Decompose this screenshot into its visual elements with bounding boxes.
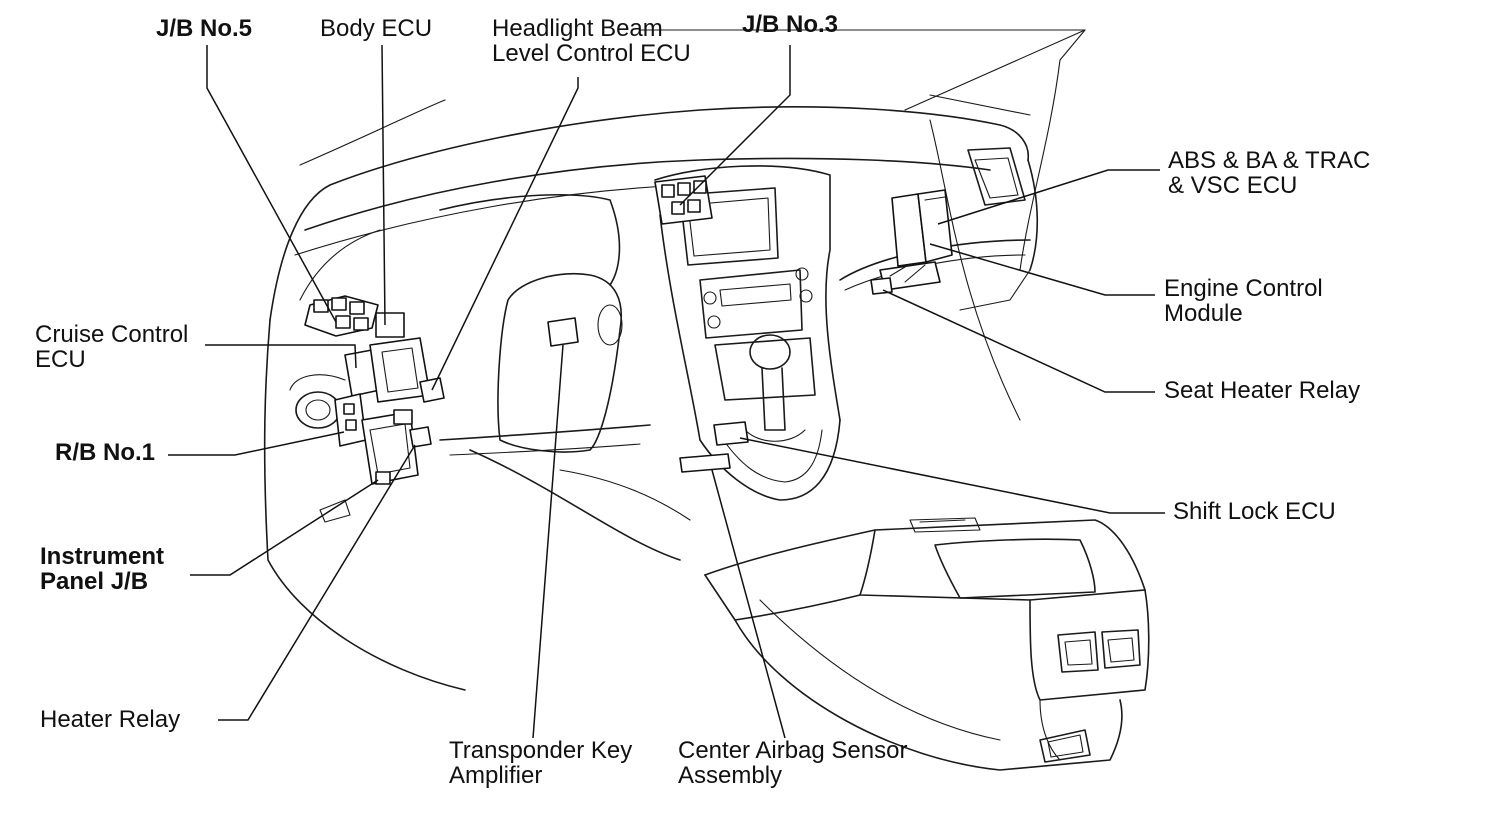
components xyxy=(304,175,953,523)
label-cruise-control-ecu: Cruise Control ECU xyxy=(35,322,188,372)
label-heater-relay: Heater Relay xyxy=(40,706,181,733)
jb5-component xyxy=(304,295,379,337)
label-instrument-panel-jb: Instrument Panel J/B xyxy=(40,544,164,594)
label-body-ecu: Body ECU xyxy=(320,15,433,42)
label-transponder-key-amplifier: Transponder Key Amplifier xyxy=(449,738,632,788)
leader-ipjb xyxy=(190,479,379,576)
label-abs-line1: ABS & BA & TRAC xyxy=(1168,147,1371,174)
label-headlight-line2: Level Control ECU xyxy=(492,40,691,67)
transponder-key-amplifier-component xyxy=(547,317,579,347)
body-ecu-component xyxy=(375,312,405,338)
label-airbag-line1: Center Airbag Sensor xyxy=(678,737,908,764)
leader-transponder xyxy=(532,344,564,739)
instrument-panel-jb-component xyxy=(319,409,419,523)
leader-rb1 xyxy=(168,431,345,456)
seat-heater-relay-component xyxy=(870,277,893,295)
label-cruise-line1: Cruise Control xyxy=(35,321,189,348)
heater-relay-component xyxy=(409,426,432,448)
leader-seat-heater xyxy=(882,289,1155,393)
label-center-airbag-sensor: Center Airbag Sensor Assembly xyxy=(678,738,907,788)
label-cruise-line2: ECU xyxy=(35,346,86,373)
leader-headlight xyxy=(431,77,579,391)
leader-ecm xyxy=(929,243,1155,296)
leader-body-ecu xyxy=(381,44,386,326)
label-transponder-line1: Transponder Key xyxy=(449,737,633,764)
label-abs-line2: & VSC ECU xyxy=(1168,172,1298,199)
shift-lock-ecu-component xyxy=(713,421,749,446)
label-jb5: J/B No.5 xyxy=(156,15,253,42)
abs-ecu-component xyxy=(891,189,953,267)
label-shift-lock-ecu: Shift Lock ECU xyxy=(1173,498,1336,525)
label-engine-control-module: Engine Control Module xyxy=(1164,276,1323,326)
label-jb3: J/B No.3 xyxy=(742,11,839,38)
label-headlight-line1: Headlight Beam xyxy=(492,15,663,42)
leader-heater-relay xyxy=(218,444,416,721)
leader-jb5 xyxy=(206,45,337,323)
label-ipjb-line2: Panel J/B xyxy=(40,568,149,595)
label-ecm-line1: Engine Control xyxy=(1164,275,1323,302)
leader-jb3 xyxy=(679,45,791,206)
leader-lines xyxy=(168,44,1165,739)
label-abs-ecu: ABS & BA & TRAC & VSC ECU xyxy=(1168,148,1370,198)
rb1-component xyxy=(334,393,367,447)
leader-abs xyxy=(937,169,1160,225)
cruise-control-ecu-component xyxy=(344,337,431,403)
label-transponder-line2: Amplifier xyxy=(449,762,543,789)
center-airbag-sensor-component xyxy=(679,453,731,473)
label-seat-heater-relay: Seat Heater Relay xyxy=(1164,377,1361,404)
label-headlight-beam-ecu: Headlight Beam Level Control ECU xyxy=(492,16,691,66)
label-ecm-line2: Module xyxy=(1164,300,1243,327)
leader-shift-lock xyxy=(739,437,1165,514)
leader-cruise xyxy=(205,344,357,369)
label-airbag-line2: Assembly xyxy=(678,762,783,789)
leader-airbag xyxy=(711,469,786,739)
label-ipjb-line1: Instrument xyxy=(40,543,165,570)
jb3-component xyxy=(654,175,713,225)
label-rb1: R/B No.1 xyxy=(55,439,156,466)
